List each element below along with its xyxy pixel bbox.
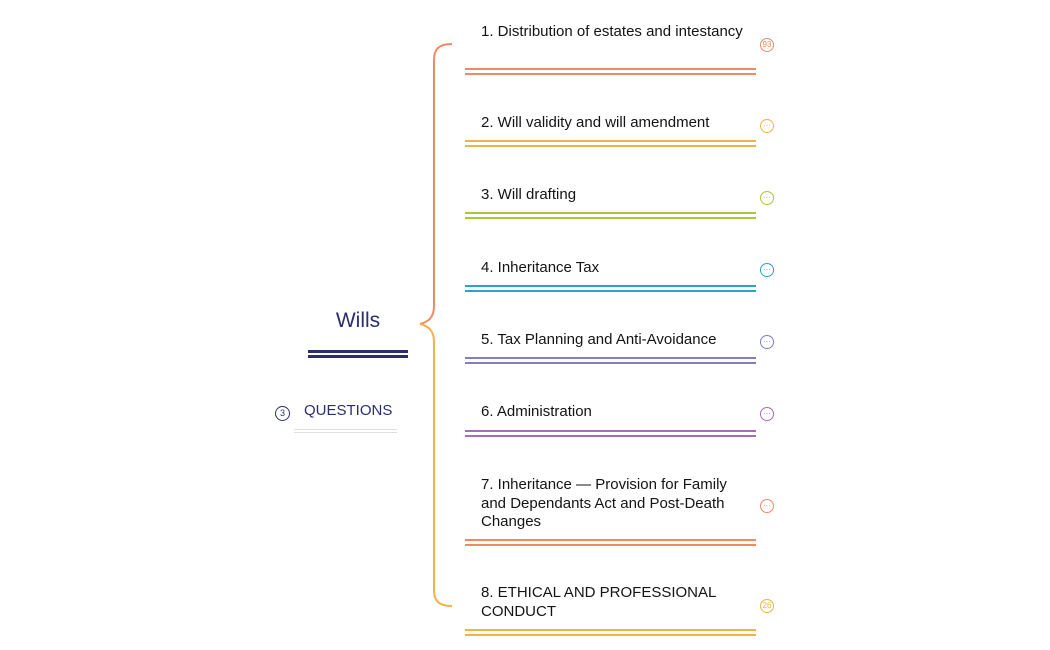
topic-underline xyxy=(465,357,756,364)
topic-more-badge[interactable]: ··· xyxy=(760,119,774,133)
topic-node-8[interactable]: 8. ETHICAL AND PROFESSIONAL CONDUCT 26 xyxy=(465,584,774,636)
topic-underline xyxy=(465,629,756,636)
topic-node-6[interactable]: 6. Administration ··· xyxy=(465,403,774,437)
topic-label: 5. Tax Planning and Anti-Avoidance xyxy=(481,331,717,348)
topic-node-7[interactable]: 7. Inheritance — Provision for Family an… xyxy=(465,476,774,546)
topic-underline xyxy=(465,285,756,292)
topic-node-5[interactable]: 5. Tax Planning and Anti-Avoidance ··· xyxy=(465,331,774,364)
topic-more-badge[interactable]: ··· xyxy=(760,407,774,421)
topic-underline xyxy=(465,140,756,147)
topic-label: 2. Will validity and will amendment xyxy=(481,114,710,131)
topic-node-4[interactable]: 4. Inheritance Tax ··· xyxy=(465,259,774,292)
questions-count-badge: 3 xyxy=(275,406,290,421)
topic-underline xyxy=(465,539,756,546)
root-underline xyxy=(308,350,408,358)
topic-label: 7. Inheritance — Provision for Family an… xyxy=(481,476,727,530)
topic-underline xyxy=(465,212,756,219)
topic-more-badge[interactable]: ··· xyxy=(760,263,774,277)
brace-top-curve xyxy=(419,43,453,325)
topic-more-badge[interactable]: ··· xyxy=(760,191,774,205)
topic-label: 6. Administration xyxy=(481,403,592,420)
topic-underline xyxy=(465,68,756,75)
questions-label: QUESTIONS xyxy=(304,402,393,419)
questions-underline xyxy=(294,429,397,433)
topic-label: 1. Distribution of estates and intestanc… xyxy=(481,23,743,40)
topic-node-3[interactable]: 3. Will drafting ··· xyxy=(465,186,774,219)
topic-more-badge[interactable]: ··· xyxy=(760,499,774,513)
topic-count-badge[interactable]: 26 xyxy=(760,599,774,613)
topic-label: 4. Inheritance Tax xyxy=(481,259,600,276)
root-node[interactable]: Wills xyxy=(300,306,416,358)
topic-label: 3. Will drafting xyxy=(481,186,577,203)
topic-more-badge[interactable]: ··· xyxy=(760,335,774,349)
topic-label: 8. ETHICAL AND PROFESSIONAL CONDUCT xyxy=(481,584,716,620)
topic-underline xyxy=(465,430,756,437)
root-title: Wills xyxy=(335,309,381,332)
brace-bottom-curve xyxy=(419,323,453,607)
topic-node-1[interactable]: 1. Distribution of estates and intestanc… xyxy=(465,23,774,75)
topic-count-badge[interactable]: 93 xyxy=(760,38,774,52)
topic-node-2[interactable]: 2. Will validity and will amendment ··· xyxy=(465,114,774,147)
